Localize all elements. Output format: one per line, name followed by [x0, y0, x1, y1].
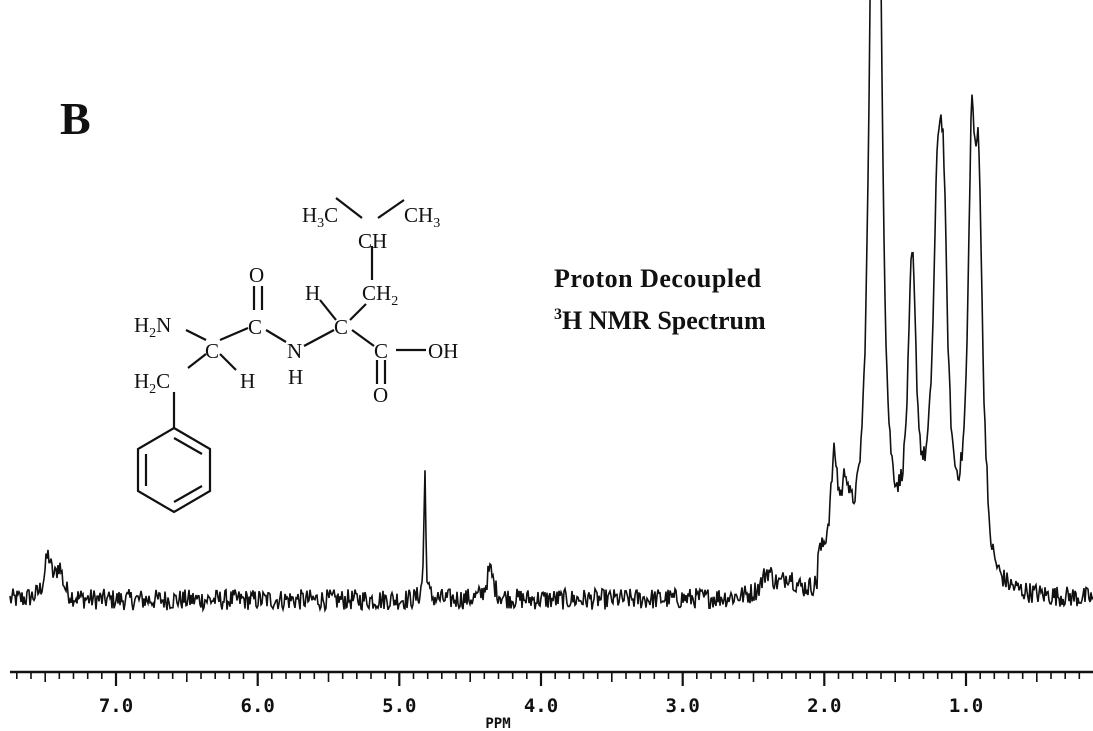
bond-calpha1-ch2: [187, 353, 207, 369]
bond-ch3-ch: [377, 199, 405, 219]
atom-labels: H3C CH3 CH CH2 O H H2N C C C N C OH H2C …: [134, 203, 458, 407]
atom-ch3: CH3: [404, 203, 440, 231]
tick-label: 7.0: [99, 695, 133, 717]
atom-h-amide: H: [288, 365, 303, 389]
ring-double-2: [173, 485, 203, 503]
bond-nh-calpha2: [303, 329, 335, 347]
spectrum-title-line2: 3H NMR Spectrum: [554, 306, 766, 336]
minor-ticks: [15, 672, 1081, 686]
atom-h3c: H3C: [302, 203, 338, 231]
bond-h3c-ch: [335, 197, 363, 219]
spectrum-title-line2-text: H NMR Spectrum: [562, 306, 766, 335]
atom-n-amide: N: [287, 339, 302, 363]
atom-o-bottom: O: [373, 383, 388, 407]
bond-c1-n: [265, 329, 287, 343]
bond-h2n-calpha1: [185, 329, 207, 341]
tick-label: 6.0: [241, 695, 275, 717]
atom-h-alpha1: H: [240, 369, 255, 393]
tick-label: 2.0: [807, 695, 841, 717]
atom-o-top: O: [249, 263, 264, 287]
bond-ch2-calpha2: [349, 303, 367, 321]
bond-calpha1-h: [219, 353, 237, 371]
panel-label: B: [60, 93, 91, 144]
atom-c-carboxyl: C: [374, 339, 388, 363]
spectrum-trace: [9, 0, 1093, 613]
atom-h2n: H2N: [134, 313, 171, 341]
atom-c-alpha1: C: [205, 339, 219, 363]
atom-ch2: CH2: [362, 281, 398, 309]
atom-c1: C: [248, 315, 262, 339]
dipeptide-structure: [136, 197, 426, 514]
tick-label: 1.0: [949, 695, 983, 717]
x-axis: 7.0 6.0 5.0 4.0 3.0 2.0 1.0 PPM: [10, 670, 1093, 731]
benzene-ring: [136, 426, 212, 514]
bond-h-calpha2: [319, 299, 337, 321]
x-axis-label: PPM: [485, 716, 510, 731]
atom-h2c: H2C: [134, 369, 170, 397]
spectrum-title-line1: Proton Decoupled: [554, 264, 762, 293]
atom-h-alpha2: H: [305, 281, 320, 305]
tick-label: 4.0: [524, 695, 558, 717]
ring-double-1: [173, 437, 203, 455]
tick-label: 3.0: [666, 695, 700, 717]
tick-label: 5.0: [382, 695, 416, 717]
bond-calpha2-ccarboxyl: [351, 329, 375, 347]
bond-calpha1-c1: [219, 326, 249, 342]
atom-c-alpha2: C: [334, 315, 348, 339]
tick-labels: 7.0 6.0 5.0 4.0 3.0 2.0 1.0: [99, 695, 983, 717]
atom-ch: CH: [358, 229, 387, 253]
atom-oh: OH: [428, 339, 458, 363]
isotope-superscript: 3: [554, 306, 562, 323]
